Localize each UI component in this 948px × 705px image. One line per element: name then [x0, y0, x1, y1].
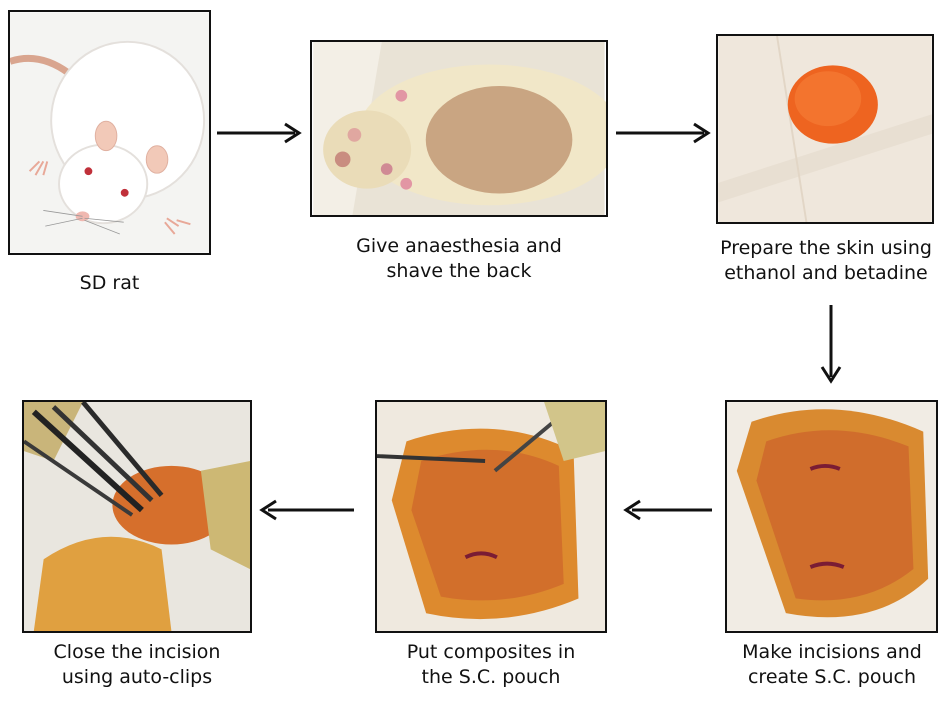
step-caption-incisions: Make incisions and create S.C. pouch: [716, 640, 948, 690]
caption-line: Put composites in: [375, 640, 607, 665]
step-photo-sd-rat: [8, 10, 211, 255]
caption-line: Give anaesthesia and: [310, 234, 608, 259]
rat-illustration: [10, 12, 209, 253]
arrow-down-1: [818, 303, 844, 387]
step-caption-anaesthesia: Give anaesthesia and shave the back: [310, 234, 608, 284]
step-caption-sd-rat: SD rat: [8, 271, 211, 296]
caption-line: the S.C. pouch: [375, 665, 607, 690]
arrow-right-1: [215, 120, 305, 146]
step-photo-close: [22, 400, 252, 633]
incisions-illustration: [727, 402, 936, 631]
close-incision-illustration: [24, 402, 250, 631]
arrow-left-1: [620, 497, 714, 523]
step-caption-skin-prep: Prepare the skin using ethanol and betad…: [706, 236, 946, 286]
caption-line: Close the incision: [22, 640, 252, 665]
composites-illustration: [377, 402, 605, 631]
step-caption-close-text: Close the incision using auto-clips: [22, 640, 252, 690]
skin-prep-illustration: [718, 36, 932, 222]
shaved-rat-illustration: [312, 42, 606, 215]
caption-line: Make incisions and: [716, 640, 948, 665]
step-photo-anaesthesia: [310, 40, 608, 217]
arrow-right-2: [614, 120, 714, 146]
caption-line: create S.C. pouch: [716, 665, 948, 690]
step-photo-skin-prep: [716, 34, 934, 224]
arrow-left-2: [256, 497, 356, 523]
caption-line: ethanol and betadine: [706, 261, 946, 286]
step-caption-composites: Put composites in the S.C. pouch: [375, 640, 607, 690]
caption-line: SD rat: [8, 271, 211, 296]
step-photo-incisions: [725, 400, 938, 633]
caption-line: using auto-clips: [22, 665, 252, 690]
caption-line: Prepare the skin using: [706, 236, 946, 261]
step-photo-composites: [375, 400, 607, 633]
caption-line: shave the back: [310, 259, 608, 284]
